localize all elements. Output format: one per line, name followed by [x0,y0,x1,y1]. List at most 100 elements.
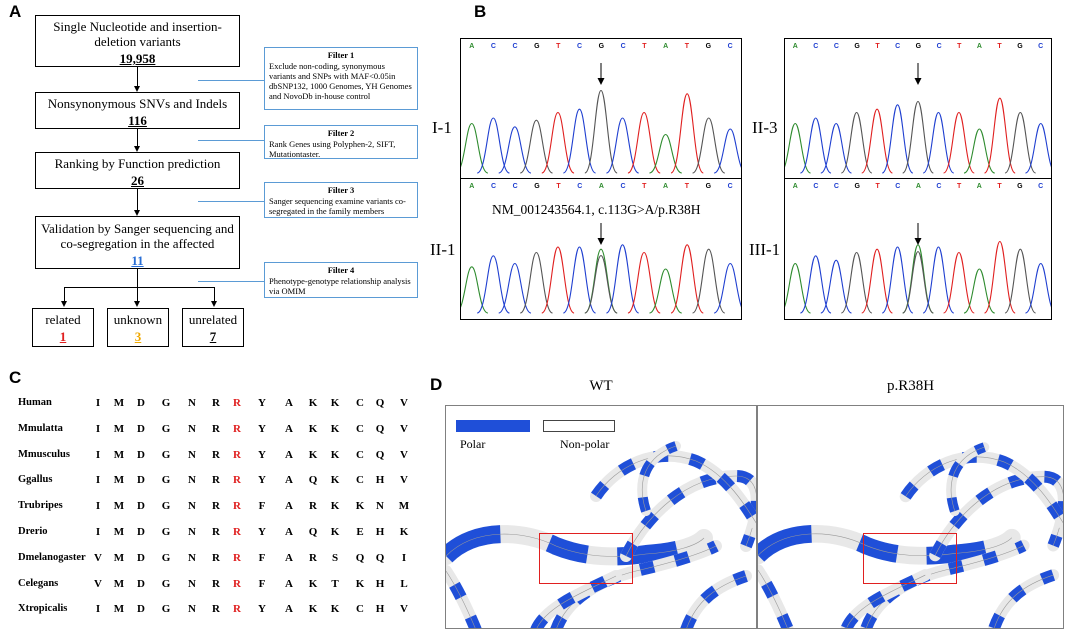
trace-peak [820,122,852,174]
residue: K [330,500,340,513]
residue: M [113,603,125,616]
leaf-count: 3 [134,329,142,344]
flow-box-label: Single Nucleotide and insertion-deletion… [53,19,222,49]
flow-box-count: 11 [131,253,144,268]
residue: R [309,551,317,564]
ribbon-outline [758,533,1013,557]
trace-peak [922,246,955,314]
residue: K [330,526,340,538]
residue: D [137,526,145,538]
residue: M [113,551,125,564]
base-call: C [833,43,839,50]
residue: Q [308,474,318,487]
base-call: T [875,183,880,190]
mutation-arrow-head [597,238,605,245]
trace-peak [476,117,510,174]
residue: G [161,422,171,435]
residue: M [398,500,410,513]
trace-peak [1025,122,1051,174]
species-label: Trubripes [18,500,63,512]
residue: M [113,500,125,513]
residue: D [137,422,145,435]
residue: G [161,500,171,513]
residue: K [308,577,318,590]
trace-peak [785,122,811,174]
base-call: C [512,183,518,190]
filter-text: Exclude non-coding, synonymous variants … [269,61,412,101]
residue: K [330,448,340,461]
filter-title: Filter 3 [327,185,355,195]
structure-title-mutant: p.R38H [886,378,935,394]
residue: V [94,551,102,564]
species-label: Ggallus [18,474,53,486]
residue: Q [308,526,318,538]
filter-box-2: Filter 2 Rank Genes using Polyphen-2, SI… [264,125,418,159]
base-call: C [813,183,819,190]
trace-peak [943,251,975,314]
leaf-label: related [45,312,81,327]
species-label: Celegans [18,577,59,589]
base-call: A [663,43,669,50]
residue: Y [258,474,266,487]
ribbon-outline [993,574,1054,628]
residue: G [161,397,171,409]
leaf-related: related 1 [32,308,94,347]
flow-box-count: 26 [131,173,144,188]
species-label: Dmelanogaster [18,551,86,563]
residue: R [212,603,220,616]
residue: N [188,422,196,435]
ribbon-outline [556,545,717,628]
residue: G [161,551,171,564]
ribbon-outline [686,575,747,628]
base-call: G [854,183,860,190]
residue: K [355,500,365,513]
mutation-label: NM_001243564.1, c.113G>A/p.R38H [492,202,701,217]
base-call: C [577,183,583,190]
structure-title-wt: WT [589,378,613,394]
base-call: G [705,183,712,190]
base-call: T [875,43,880,50]
residue: M [113,526,125,538]
base-call: C [813,43,819,50]
mutation-arrow-head [914,238,922,245]
residue: M [113,422,125,435]
ribbon-outline [595,455,756,524]
leaf-count: 7 [209,329,217,344]
trace-peak [1004,111,1037,174]
residue: A [285,526,293,538]
trace-peak [692,117,726,174]
trace-peak [963,128,996,174]
mutation-arrow-head [597,78,605,85]
base-call: C [895,43,901,50]
residue: G [161,603,171,616]
filter-box-3: Filter 3 Sanger sequencing examine varia… [264,182,418,218]
residue: I [95,422,101,435]
residue: F [258,500,266,513]
trace-peak [519,251,554,314]
base-call: C [490,183,497,190]
residue: R [212,397,220,409]
residue: R [233,397,241,409]
residue: H [375,577,385,590]
residue: I [95,397,101,409]
flow-box-count: 19,958 [119,51,156,66]
residue: V [400,422,408,435]
legend-nonpolar-swatch [543,420,615,432]
base-call: C [1038,43,1044,50]
base-call: G [854,43,860,50]
trace-peak [1004,248,1037,314]
trace-peak [963,268,996,314]
mutation-arrow-head [914,78,922,85]
flow-box-count: 116 [128,113,147,128]
residue: Q [375,448,385,461]
leaf-label: unrelated [188,312,238,327]
trace-peak [800,117,832,174]
residue: Q [355,551,365,564]
residue: N [188,448,196,461]
leaf-unrelated: unrelated 7 [182,308,244,347]
residue: I [95,603,101,616]
